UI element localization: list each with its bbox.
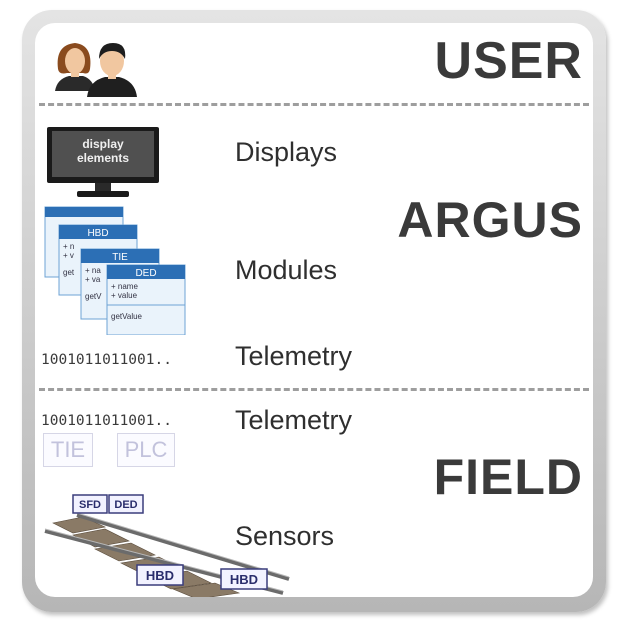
hbd-sensor-tag-left: HBD bbox=[136, 564, 184, 586]
user-argus-divider bbox=[39, 103, 589, 106]
svg-text:SFD: SFD bbox=[79, 499, 101, 511]
telemetry-label-lower: Telemetry bbox=[235, 405, 353, 435]
ded-field-2: + value bbox=[111, 291, 138, 300]
monitor-text-line2: elements bbox=[77, 151, 129, 165]
hbd-field-1: + n bbox=[63, 242, 74, 251]
sensors-label: Sensors bbox=[235, 521, 335, 551]
tie-field-1: + na bbox=[85, 266, 101, 275]
argus-field-divider bbox=[39, 388, 589, 391]
field-section-title: FIELD bbox=[433, 449, 583, 505]
svg-text:HBD: HBD bbox=[230, 572, 258, 587]
telemetry-label-upper: Telemetry bbox=[235, 341, 353, 371]
tie-protocol-box: TIE bbox=[43, 433, 93, 467]
modules-label: Modules bbox=[235, 255, 338, 285]
hbd-module-title: HBD bbox=[87, 228, 108, 239]
diagram-card: USER ARGUS display elements Displays bbox=[22, 10, 606, 612]
hbd-field-2: + v bbox=[63, 251, 74, 260]
ded-field-1: + name bbox=[111, 282, 138, 291]
railway-track-icon: SFD DED HBD HBD bbox=[44, 494, 290, 597]
svg-text:DED: DED bbox=[114, 499, 137, 511]
diagram-panel: USER ARGUS display elements Displays bbox=[35, 23, 593, 597]
displays-label: Displays bbox=[235, 137, 338, 167]
ded-sensor-tag: DED bbox=[108, 494, 144, 514]
telemetry-bitstream-upper: 1001011011001.. bbox=[41, 352, 172, 368]
monitor-icon: display elements bbox=[47, 127, 159, 197]
tie-module-title: TIE bbox=[112, 252, 128, 263]
svg-text:HBD: HBD bbox=[146, 568, 174, 583]
sfd-sensor-tag: SFD bbox=[72, 494, 108, 514]
hbd-sensor-tag-right: HBD bbox=[220, 568, 268, 590]
tie-method: getV bbox=[85, 292, 102, 301]
plc-protocol-box: PLC bbox=[117, 433, 175, 467]
monitor-text-line1: display bbox=[82, 137, 124, 151]
user-section-title: USER bbox=[434, 32, 583, 90]
argus-section-title: ARGUS bbox=[397, 192, 583, 248]
tie-field-2: + va bbox=[85, 275, 101, 284]
users-icon bbox=[55, 43, 137, 97]
hbd-method: get bbox=[63, 268, 75, 277]
modules-stack-icon: HBD + n + v get TIE + na + va getV DED +… bbox=[44, 206, 186, 335]
ded-method: getValue bbox=[111, 312, 143, 321]
telemetry-bitstream-lower: 1001011011001.. bbox=[41, 413, 172, 429]
ded-module-title: DED bbox=[135, 268, 156, 279]
